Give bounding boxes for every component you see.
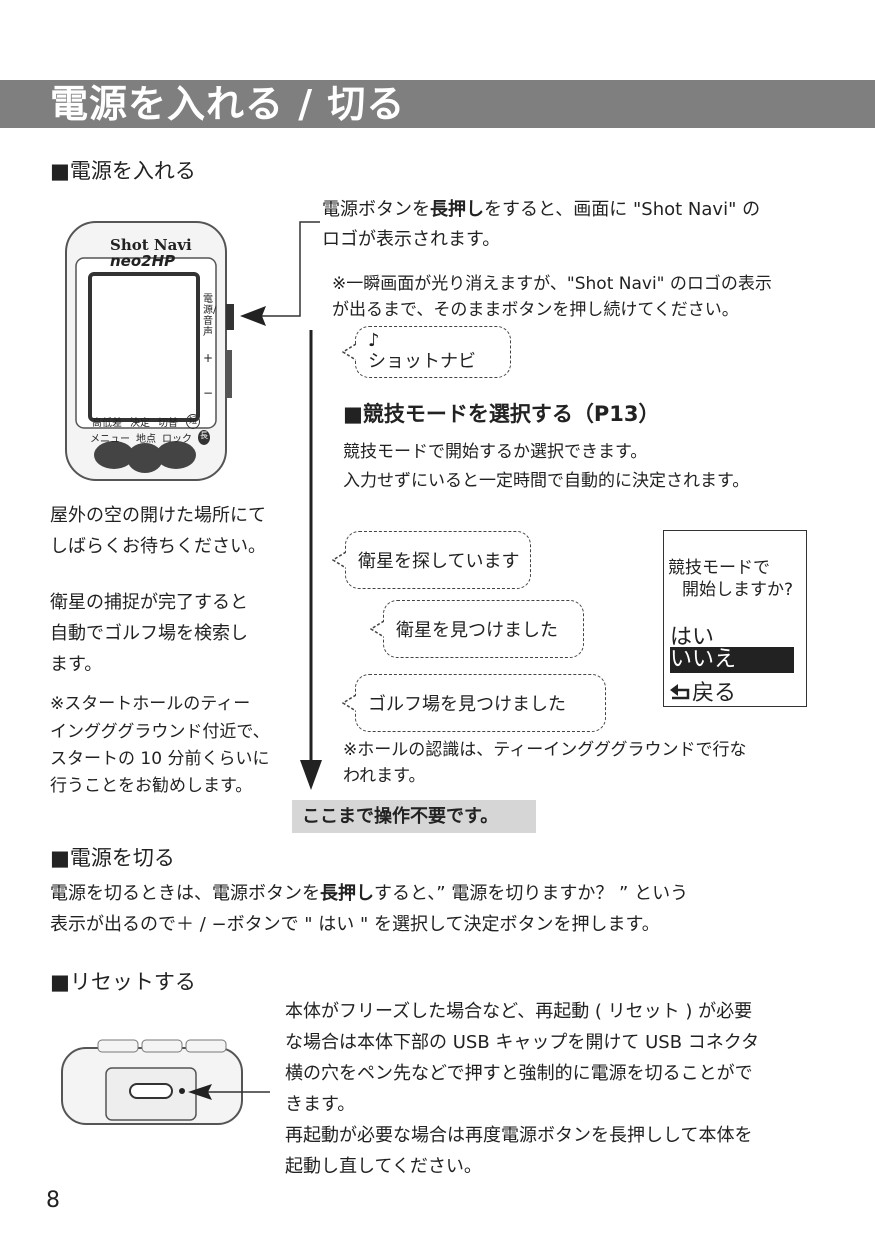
tip-line-2: イングググラウンド付近で、	[50, 722, 270, 742]
tip-line-4: 行うことをお勧めします。	[50, 776, 253, 796]
device-illustration: Shot Navi neo2HP 電源/音声 + − 高低差 決定 切替 短 メ…	[62, 218, 242, 488]
bubble-tail-icon	[370, 620, 384, 638]
badge-long: 長	[198, 430, 210, 445]
power-on-note-2: が出るまで、そのままボタンを押し続けてください。	[332, 300, 739, 320]
bubble-found: 衛星を見つけました	[370, 600, 584, 658]
screen-line-2: 開始しますか?	[682, 580, 794, 600]
return-arrow-icon	[670, 684, 690, 700]
side-label-power: 電源/音声	[203, 294, 217, 338]
competition-line-2: 入力せずにいると一定時間で自動的に決定されます。	[343, 471, 750, 491]
sound-text: ショットナビ	[368, 351, 476, 372]
device-brand: Shot Navi	[110, 236, 192, 254]
tip-line-3: スタートの 10 分前くらいに	[50, 749, 270, 769]
device-bottom-icon	[61, 1039, 243, 1125]
sound-bubble: ♪ ショットナビ	[342, 326, 511, 378]
screen-back-option[interactable]: 戻る	[670, 675, 736, 707]
bubble-course-found: ゴルフ場を見つけました	[342, 674, 606, 732]
screen-no-option[interactable]: いいえ	[670, 647, 794, 673]
power-on-instruction-2: ロゴが表示されます。	[322, 229, 501, 250]
badge-short: 短	[186, 414, 200, 429]
screen-yes-option[interactable]: はい	[670, 625, 715, 650]
power-off-line-1: 電源を切るときは、電源ボタンを長押しすると、” 電源を切りますか？ ” という	[50, 883, 689, 904]
power-arrow-icon	[240, 221, 320, 326]
power-off-line-2: 表示が出るので＋ / −ボタンで " はい " を選択して決定ボタンを押します。	[50, 914, 660, 935]
device-bottom-illustration	[58, 1038, 248, 1126]
reset-line-2: な場合は本体下部の USB キャップを開けて USB コネクタ	[285, 1032, 760, 1053]
device-label-row2: メニュー 地点 ロック 長	[90, 430, 210, 445]
bubble-searching: 衛星を探しています	[332, 531, 531, 589]
competition-line-1: 競技モードで開始するか選択できます。	[343, 442, 648, 462]
reset-arrow-icon	[188, 1084, 270, 1100]
reset-line-6: 起動し直してください。	[285, 1156, 482, 1177]
capture-line-2: 自動でゴルフ場を検索し	[50, 623, 248, 644]
capture-line-3: ます。	[50, 654, 103, 675]
side-label-plus: +	[203, 351, 214, 365]
label-lock: ロック	[162, 434, 192, 445]
wait-line-1: 屋外の空の開けた場所にて	[50, 505, 266, 526]
power-on-note-1: ※一瞬画面が光り消えますが、"Shot Navi" のロゴの表示	[332, 274, 772, 294]
competition-screen: 競技モードで 開始しますか? はい いいえ 戻る	[663, 530, 807, 707]
power-on-heading: ■電源を入れる	[50, 159, 196, 183]
device-label-row1: 高低差 決定 切替 短	[92, 414, 200, 429]
device-model: neo2HP	[110, 252, 176, 270]
label-switch: 切替	[158, 418, 178, 429]
device-body-icon	[65, 221, 234, 481]
label-elevation: 高低差	[92, 418, 122, 429]
label-point: 地点	[136, 434, 156, 445]
reset-line-5: 再起動が必要な場合は再度電源ボタンを長押しして本体を	[285, 1125, 753, 1146]
label-enter: 決定	[130, 418, 150, 429]
reset-heading: ■リセットする	[50, 970, 196, 994]
reset-line-4: きます。	[285, 1094, 356, 1115]
page-number: 8	[46, 1188, 60, 1213]
hole-note-1: ※ホールの認識は、ティーイングググラウンドで行な	[343, 740, 747, 760]
reset-line-3: 横の穴をペン先などで押すと強制的に電源を切ることがで	[285, 1063, 753, 1084]
page-title: 電源を入れる / 切る	[50, 82, 406, 126]
power-off-heading: ■電源を切る	[50, 846, 175, 870]
wait-line-2: しばらくお待ちください。	[50, 536, 266, 557]
bubble-tail-icon	[332, 551, 346, 569]
sound-note: ♪	[368, 330, 380, 351]
capture-line-1: 衛星の捕捉が完了すると	[50, 592, 248, 613]
power-on-instruction-1: 電源ボタンを長押しをすると、画面に "Shot Navi" の	[322, 199, 761, 220]
bubble-tail-icon	[342, 694, 356, 712]
no-operation-label: ここまで操作不要です。	[292, 800, 536, 833]
screen-line-1: 競技モードで	[668, 558, 770, 578]
competition-heading: ■競技モードを選択する（P13）	[343, 402, 660, 426]
timeline-arrow-icon	[300, 330, 322, 790]
tip-line-1: ※スタートホールのティー	[50, 694, 251, 714]
bubble-tail-icon	[342, 343, 356, 361]
side-label-minus: −	[203, 386, 214, 400]
reset-line-1: 本体がフリーズした場合など、再起動 ( リセット ) が必要	[285, 1001, 753, 1022]
label-menu: メニュー	[90, 434, 130, 445]
title-bar	[0, 80, 875, 128]
hole-note-2: われます。	[343, 766, 426, 786]
